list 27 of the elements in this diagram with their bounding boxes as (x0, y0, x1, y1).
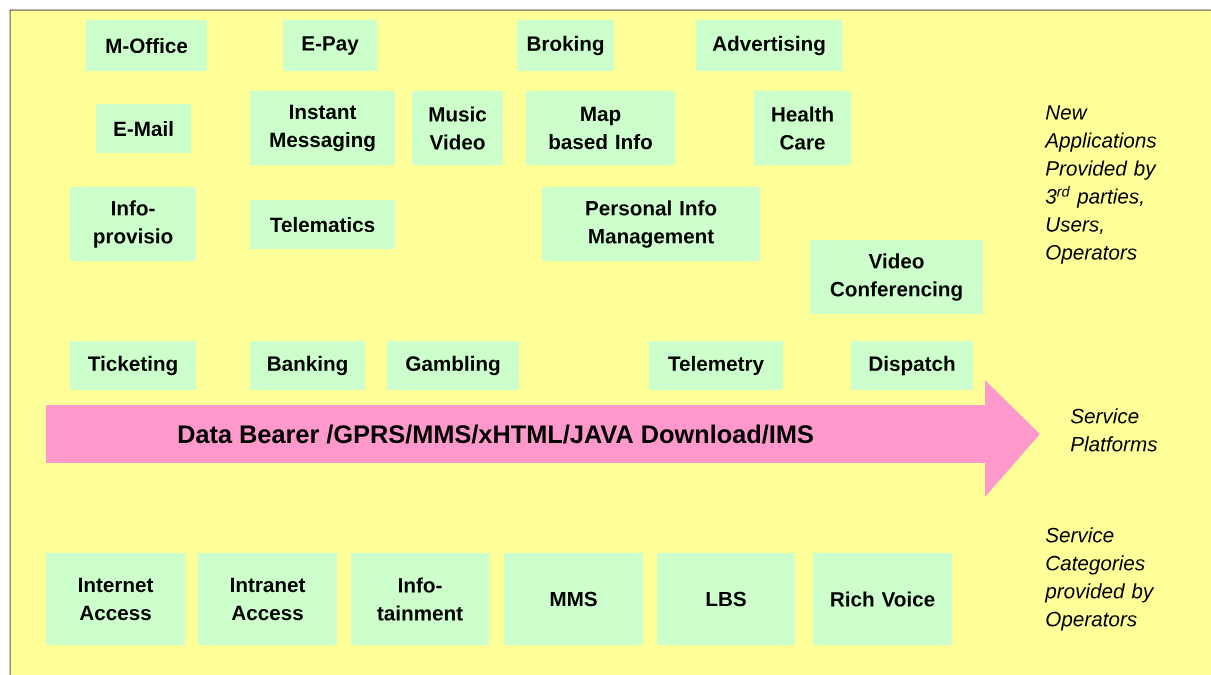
service-box: E-Pay (283, 20, 377, 71)
service-box: E-Mail (96, 104, 191, 153)
service-box: Advertising (696, 20, 842, 71)
service-box: Broking (517, 20, 614, 71)
layer-label: Service Categories provided by Operators (1044, 527, 1155, 631)
service-box: Telemetry (649, 341, 783, 390)
service-box: MMS (504, 553, 643, 645)
service-box: Info- provisio (70, 187, 196, 261)
service-box: Map based Info (526, 91, 675, 165)
service-box: Music Video (412, 91, 503, 165)
service-box: Internet Access (46, 553, 185, 645)
service-box: Ticketing (70, 341, 196, 390)
service-box: M-Office (86, 20, 207, 71)
service-box: Rich Voice (813, 553, 952, 645)
service-box: Telematics (250, 200, 395, 249)
service-box: Gambling (387, 341, 519, 390)
service-box: Dispatch (851, 341, 973, 390)
layer-label: New Applications Provided by 3$^{rd}$ parties, Users, Operators (1044, 105, 1157, 264)
service-box: Banking (250, 341, 365, 390)
service-box: Info- tainment (351, 553, 489, 645)
service-box: Intranet Access (198, 553, 337, 645)
service-box: Video Conferencing (810, 240, 983, 314)
service-box: Personal Info Management (542, 187, 760, 261)
service-box: Instant Messaging (250, 91, 395, 165)
service-box: Health Care (754, 91, 851, 165)
layer-label: Service Platforms (1070, 408, 1158, 452)
service-box: LBS (657, 553, 795, 645)
